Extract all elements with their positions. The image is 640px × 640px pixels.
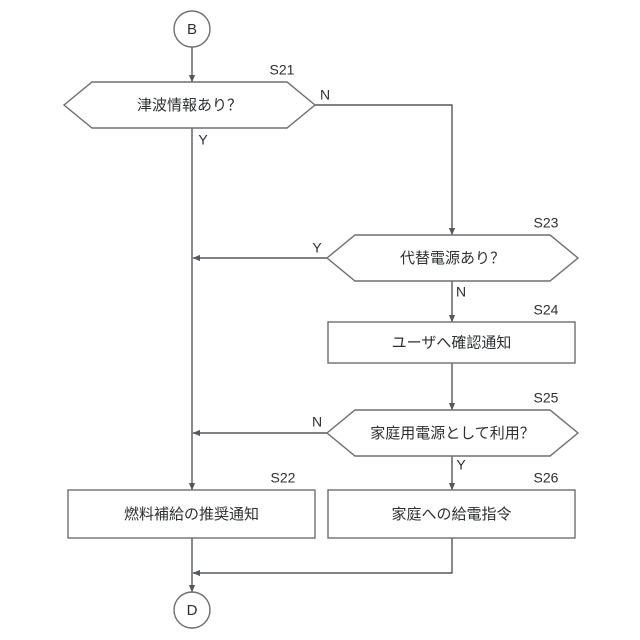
process-shape-s22 — [67, 489, 316, 539]
terminator-label-start: B — [187, 21, 197, 38]
node-s25[interactable]: 家庭用電源として利用？ — [325, 409, 580, 457]
branch-label-s23-yes: Y — [312, 240, 322, 256]
terminator-circle-start — [173, 10, 211, 48]
decision-shape-s25 — [325, 409, 580, 457]
step-label-s24: S24 — [534, 302, 559, 318]
node-label-s22: 燃料補給の推奨通知 — [124, 505, 259, 523]
node-label-s24: ユーザへ確認通知 — [392, 334, 512, 351]
node-label-s21: 津波情報あり？ — [137, 97, 242, 114]
terminator-circle-end — [173, 591, 211, 629]
process-shape-s26 — [327, 489, 576, 539]
step-label-s21: S21 — [270, 62, 295, 78]
step-label-s26: S26 — [534, 470, 559, 486]
terminator-label-end: D — [187, 602, 198, 619]
node-s24[interactable]: ユーザへ確認通知 — [327, 321, 576, 364]
terminator-start[interactable]: B — [173, 10, 211, 48]
step-label-s22: S22 — [271, 470, 296, 486]
node-label-s25: 家庭用電源として利用？ — [370, 425, 535, 442]
connector-s21-no-to-s23 — [315, 104, 456, 236]
node-label-s26: 家庭への給電指令 — [391, 506, 511, 523]
step-label-s25: S25 — [534, 390, 559, 406]
decision-shape-s21 — [62, 81, 317, 129]
branch-label-s25-yes: Y — [456, 457, 466, 473]
node-label-s23: 代替電源あり？ — [400, 250, 505, 267]
branch-label-s25-no: N — [312, 414, 322, 430]
process-shape-s24 — [327, 321, 576, 364]
node-s22[interactable]: 燃料補給の推奨通知 — [67, 489, 316, 539]
connector-s26-to-end — [192, 538, 453, 577]
decision-shape-s23 — [325, 234, 580, 282]
node-s26[interactable]: 家庭への給電指令 — [327, 489, 576, 539]
branch-label-s21-yes: Y — [198, 132, 208, 148]
connectors-layer — [188, 47, 456, 593]
branch-label-s21-no: N — [320, 87, 330, 103]
step-label-s23: S23 — [534, 215, 559, 231]
node-s23[interactable]: 代替電源あり？ — [325, 234, 580, 282]
branch-label-s23-no: N — [456, 284, 466, 300]
terminator-end[interactable]: D — [173, 591, 211, 629]
node-s21[interactable]: 津波情報あり？ — [62, 81, 317, 129]
